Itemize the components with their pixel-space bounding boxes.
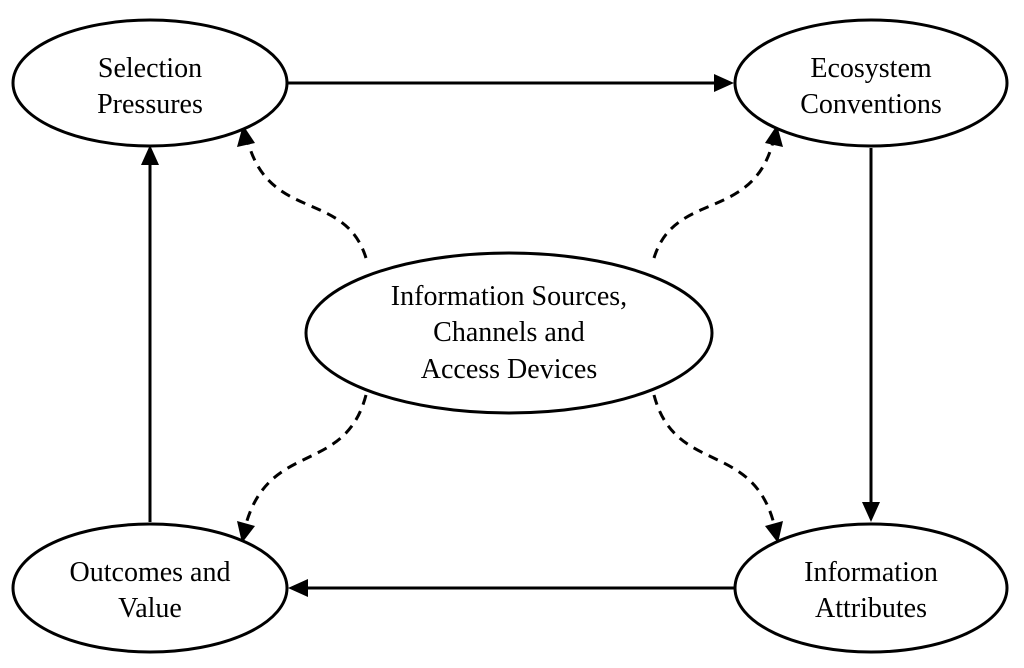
edge-sources-to-attributes — [652, 394, 783, 543]
node-outcomes-value-line-2: Value — [118, 593, 182, 624]
node-information-sources: Information Sources, Channels and Access… — [304, 251, 714, 415]
node-selection-pressures: Selection Pressures — [11, 18, 289, 148]
edge-outcomes-to-selection — [141, 145, 159, 522]
node-information-sources-line-2: Channels and — [433, 317, 585, 348]
node-information-sources-line-3: Access Devices — [421, 354, 597, 385]
node-ecosystem-conventions-line-2: Conventions — [800, 89, 942, 120]
node-outcomes-value-line-1: Outcomes and — [70, 557, 231, 588]
edge-attributes-to-outcomes — [288, 579, 735, 597]
node-ecosystem-conventions-line-1: Ecosystem — [810, 53, 932, 84]
node-information-sources-line-1: Information Sources, — [391, 281, 627, 312]
node-outcomes-value: Outcomes and Value — [11, 522, 289, 654]
edge-sources-to-ecosystem — [652, 125, 783, 259]
node-selection-pressures-line-1: Selection — [98, 53, 202, 84]
node-ecosystem-conventions: Ecosystem Conventions — [733, 18, 1009, 148]
edge-sources-to-outcomes — [237, 394, 368, 543]
edge-sources-to-selection — [237, 125, 368, 259]
node-information-attributes-line-2: Attributes — [815, 593, 927, 624]
node-information-attributes: Information Attributes — [733, 522, 1009, 654]
edge-selection-to-ecosystem — [288, 74, 734, 92]
node-information-attributes-line-1: Information — [804, 557, 938, 588]
edge-ecosystem-to-attributes — [862, 148, 880, 522]
node-selection-pressures-line-2: Pressures — [97, 89, 203, 120]
